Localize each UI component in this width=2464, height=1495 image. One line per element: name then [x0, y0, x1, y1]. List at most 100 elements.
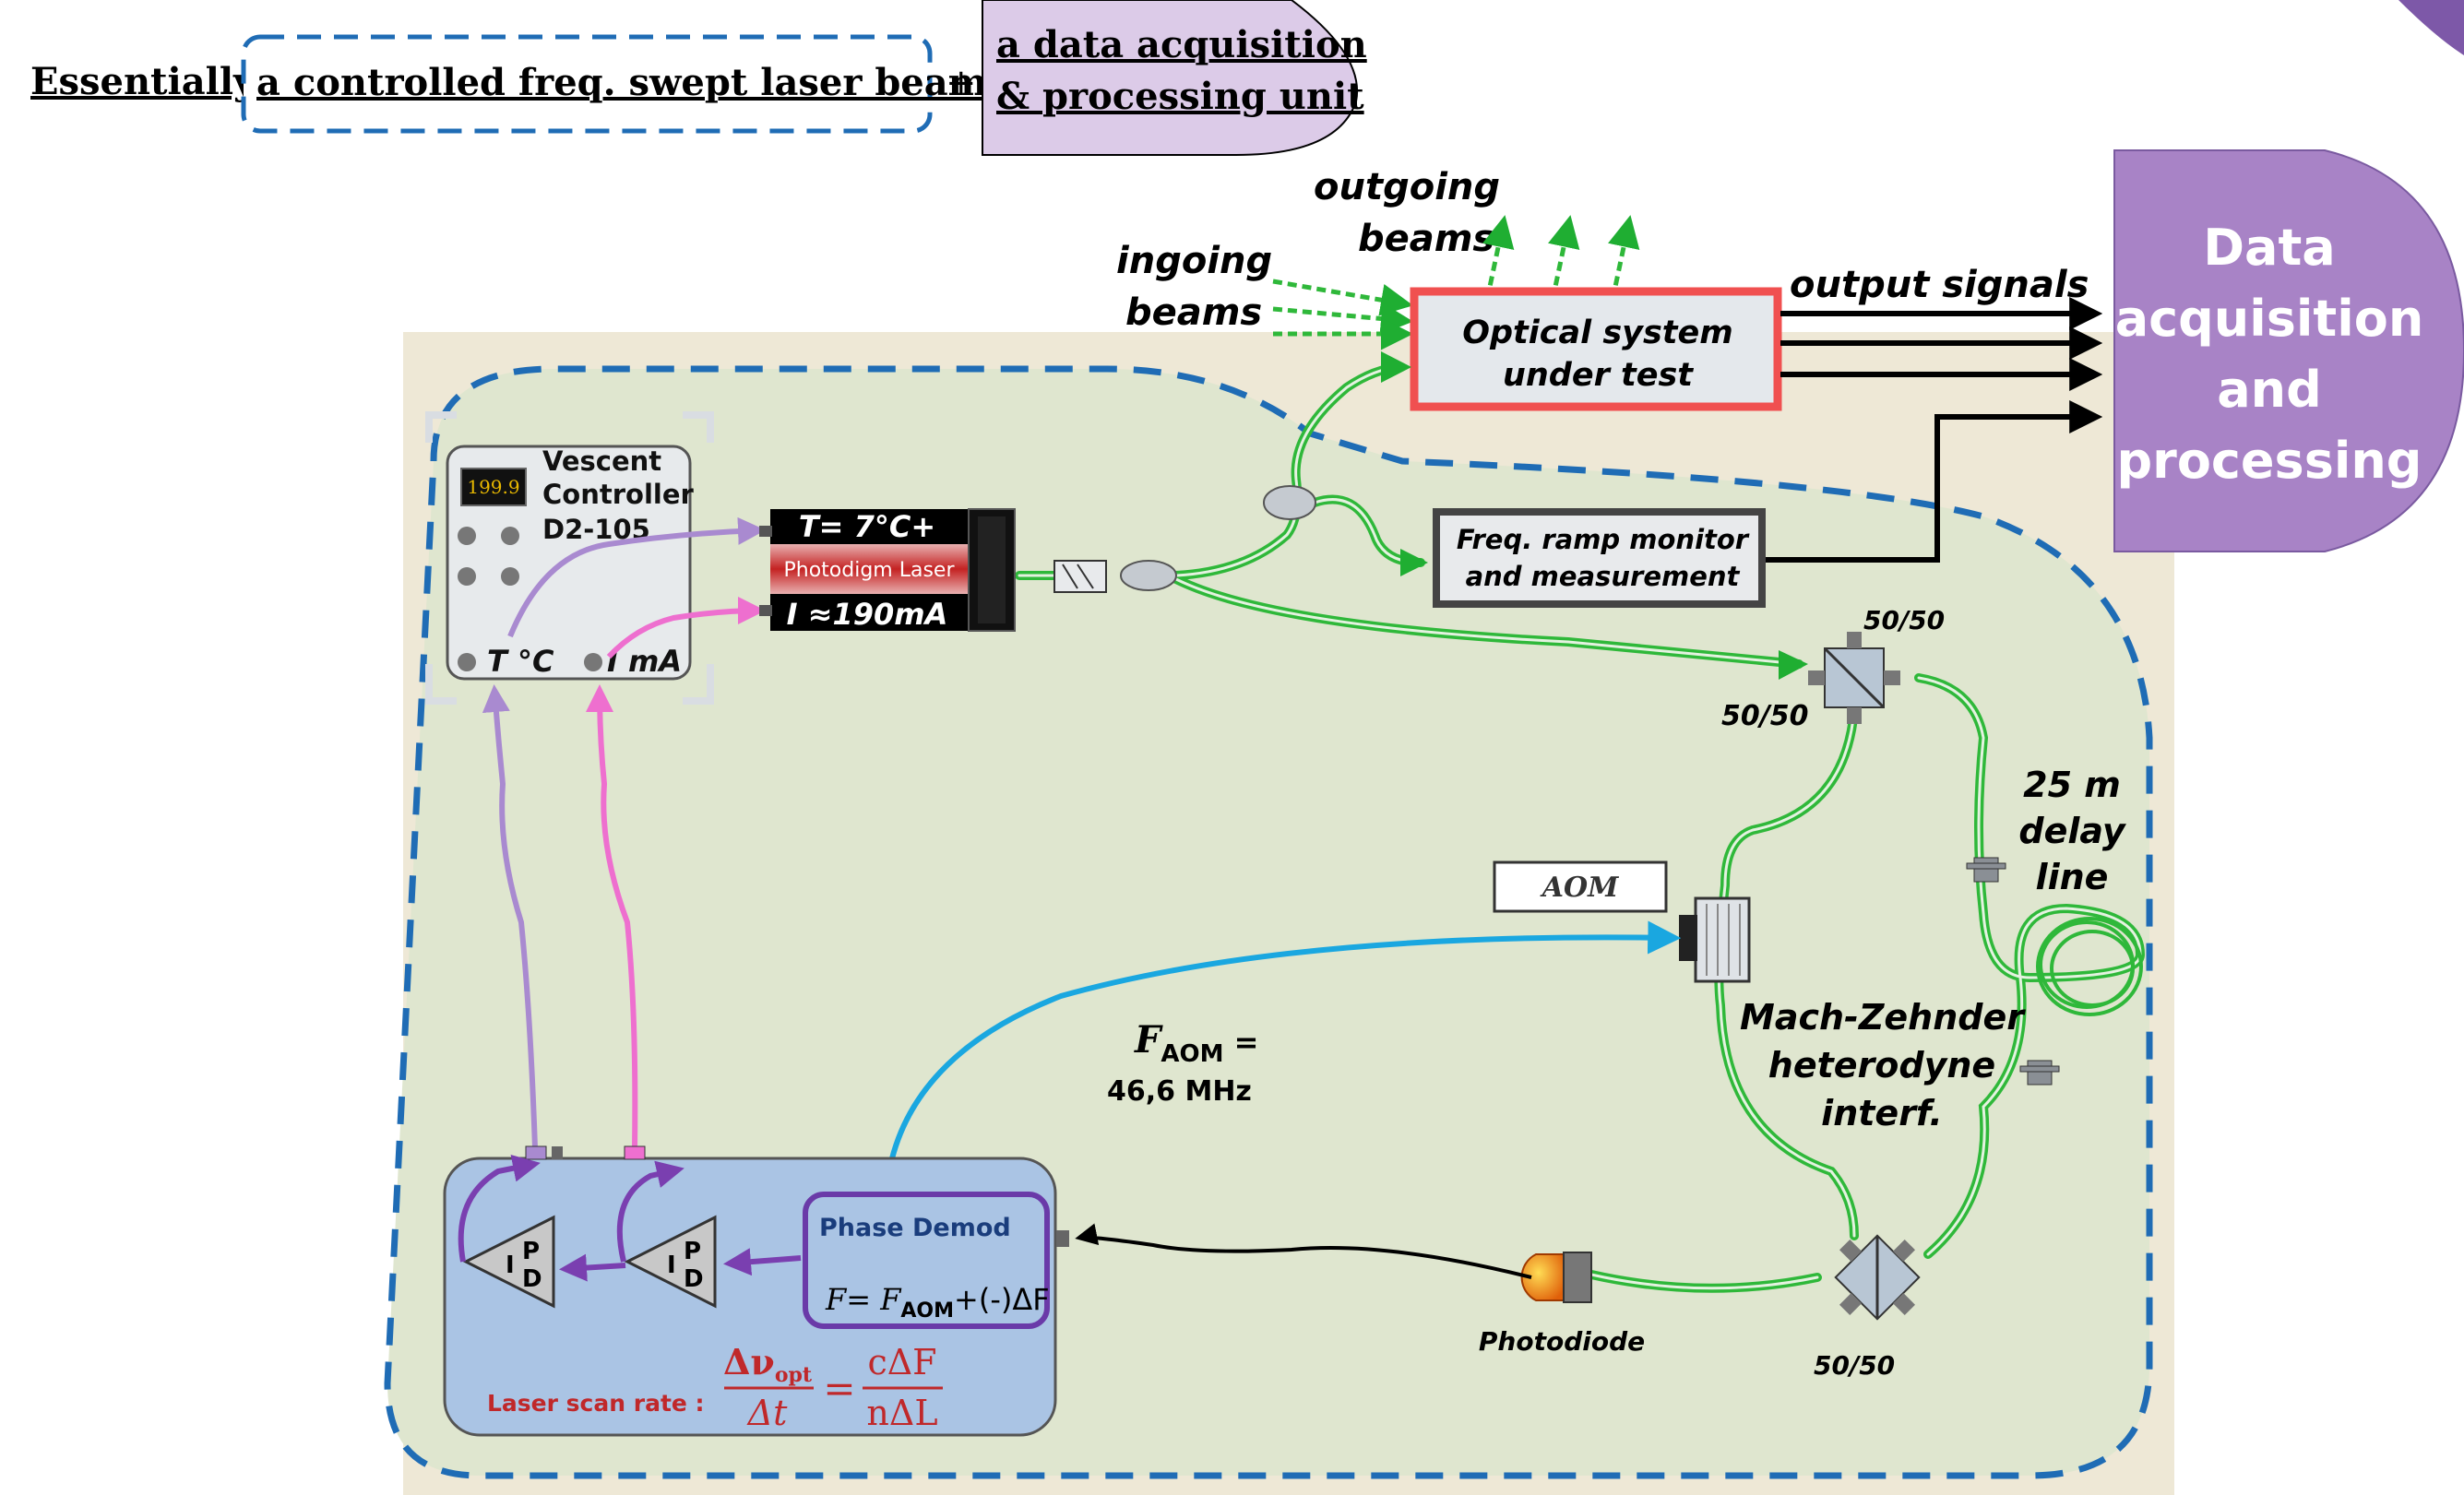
- ingoing-line2: beams: [1125, 291, 1262, 334]
- demod-to-pid-arrow: [723, 1248, 802, 1276]
- header-daq-line1: a data acquisition: [996, 23, 1367, 66]
- ingoing-line1: ingoing: [1116, 240, 1272, 282]
- photodiode-label: Photodiode: [1479, 1326, 1645, 1357]
- output-signals-label: output signals: [1790, 264, 2089, 306]
- pid-controller-2: [624, 1215, 717, 1309]
- header-prefix: Essentially: [30, 60, 256, 103]
- header-laser-text: a controlled freq. swept laser beam: [256, 61, 987, 104]
- swept-laser-boundary: [384, 365, 2153, 1479]
- pid1-output-arrow: [458, 1154, 541, 1263]
- faom-symbol: F: [1134, 1018, 1163, 1062]
- temp-feedback-port-aux: [552, 1146, 563, 1159]
- pid1-i: I: [506, 1252, 515, 1279]
- formula-equals: =: [823, 1366, 855, 1411]
- frac2-den: nΔL: [866, 1393, 937, 1433]
- svg-text:Δνopt: Δνopt: [723, 1341, 813, 1387]
- fiber-arrow-system: [1381, 351, 1411, 383]
- photodiode-signal-cable: [1075, 1223, 1532, 1279]
- controller-temp-label: T °C: [487, 644, 554, 679]
- aom-label: AOM: [1540, 872, 1619, 904]
- pid2-i: I: [667, 1252, 676, 1279]
- f-eq-prefix: F= F: [825, 1282, 902, 1317]
- f-eq-suffix: +(-)ΔF: [954, 1282, 1050, 1317]
- current-feedback-cable: [586, 684, 638, 1149]
- splitter-system: [1263, 485, 1316, 520]
- demod-input-port: [1056, 1230, 1069, 1247]
- frac1-den: Δt: [746, 1393, 788, 1433]
- frac1-num: Δν: [723, 1341, 775, 1382]
- coupler-bottom: [1834, 1234, 1921, 1321]
- optical-system-line2: under test: [1503, 357, 1694, 394]
- pid2-p: P: [684, 1238, 701, 1265]
- ramp-monitor-line1: Freq. ramp monitor: [1457, 524, 1750, 555]
- temp-feedback-port: [525, 1145, 547, 1160]
- frac2-num: cΔF: [867, 1342, 936, 1382]
- header-laser-box: [241, 34, 933, 134]
- pid-link-arrow: [559, 1253, 626, 1282]
- fiber-arrow-coupler: [1779, 650, 1808, 680]
- splitter-laser: [1120, 560, 1177, 591]
- vescent-controller: [425, 411, 714, 705]
- controller-line1: Vescent: [542, 445, 661, 477]
- delay-line3: line: [2036, 857, 2109, 897]
- outgoing-line2: beams: [1358, 218, 1494, 260]
- photodigm-laser: [759, 508, 1016, 632]
- delay-line1: 25 m: [2023, 765, 2121, 805]
- pid2-d: D: [684, 1265, 704, 1293]
- pid1-p: P: [522, 1238, 540, 1265]
- laser-temperature: T= 7°C+: [799, 509, 935, 544]
- delay-line-coil: [2036, 917, 2143, 1016]
- optical-isolator: [1053, 560, 1107, 593]
- photodiode-icon: [1520, 1252, 1592, 1303]
- header-plus: +: [946, 62, 977, 104]
- coupler-top-left-label: 50/50: [1721, 700, 1808, 732]
- outgoing-beam-arrows: [1482, 215, 1640, 301]
- laser-current: I ≈190mA: [787, 597, 948, 632]
- temp-feedback-cable: [482, 684, 538, 1149]
- header-daq-shape: [982, 0, 1359, 156]
- svg-text:FAOM =: FAOM =: [1134, 1018, 1258, 1068]
- faom-equals: =: [1224, 1025, 1259, 1060]
- f-eq-subscript: AOM: [900, 1299, 954, 1323]
- controller-display: 199.9: [467, 476, 519, 498]
- current-feedback-port: [624, 1145, 646, 1160]
- svg-text:F= FAOM+(-)ΔF: F= FAOM+(-)ΔF: [825, 1282, 1050, 1323]
- outgoing-line1: outgoing: [1314, 166, 1500, 208]
- faom-subscript: AOM: [1161, 1040, 1223, 1068]
- laser-name: Photodigm Laser: [783, 559, 955, 582]
- phase-demod-label: Phase Demod: [819, 1214, 1011, 1242]
- coupler-bottom-label: 50/50: [1814, 1350, 1895, 1381]
- controller-line2: Controller: [542, 479, 694, 510]
- fiber-arrow-monitor: [1400, 549, 1428, 576]
- pid1-d: D: [522, 1265, 542, 1293]
- aom-label-box: [1493, 860, 1668, 913]
- faom-value: 46,6 MHz: [1107, 1075, 1252, 1108]
- coupler-top: [1808, 632, 1900, 724]
- mz-line1: Mach-Zehnder: [1740, 997, 2026, 1038]
- delay-line2: delay: [2018, 811, 2126, 851]
- daq-line2: acquisition: [2115, 290, 2424, 348]
- current-control-cable: [606, 597, 766, 659]
- daq-line1: Data: [2203, 219, 2336, 277]
- pid-controller-1: [462, 1215, 555, 1309]
- pid2-output-arrow: [616, 1160, 684, 1263]
- optical-system-line1: Optical system: [1462, 314, 1733, 351]
- aom-drive-cable: [883, 920, 1682, 1200]
- daq-line4: processing: [2117, 432, 2422, 490]
- fiber-connector: [1966, 857, 2060, 1086]
- daq-line3: and: [2217, 361, 2322, 419]
- frac1-num-sub: opt: [775, 1363, 813, 1387]
- mz-line2: heterodyne: [1768, 1045, 1995, 1086]
- temp-control-cable: [507, 516, 766, 638]
- ingoing-beam-arrows: [1272, 279, 1413, 350]
- aom-device: [1679, 896, 1751, 983]
- optical-system-box: [1410, 287, 1782, 411]
- output-signal-arrows: [1762, 297, 2103, 563]
- mz-line3: interf.: [1821, 1093, 1943, 1133]
- daq-block: [2113, 149, 2464, 552]
- ramp-monitor-box: [1433, 508, 1766, 608]
- ramp-monitor-line2: and measurement: [1466, 561, 1741, 592]
- scan-rate-label: Laser scan rate :: [487, 1390, 705, 1417]
- phase-demod-box: [803, 1192, 1050, 1329]
- header-daq-line2: & processing unit: [996, 75, 1364, 118]
